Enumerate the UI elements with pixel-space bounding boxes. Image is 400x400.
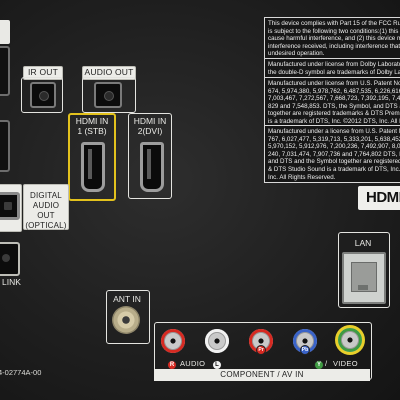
- model-code: 4-02774A-00: [0, 368, 42, 377]
- hdmi-in-2-label-line2: 2(DVI): [137, 126, 163, 136]
- rca-audio-r[interactable]: [161, 329, 185, 353]
- edge-port-middle[interactable]: [0, 120, 10, 172]
- ir-out-jack[interactable]: [30, 82, 56, 108]
- video-label: VIDEO: [333, 359, 358, 368]
- digital-audio-out-label: DIGITAL AUDIO OUT (OPTICAL): [23, 184, 69, 230]
- link-port[interactable]: [0, 242, 20, 276]
- ir-out-frame: [21, 77, 63, 113]
- link-port-hole: [2, 254, 10, 262]
- hdmi-in-1-highlight: [68, 113, 116, 201]
- audio-out-jack-hole: [104, 91, 114, 101]
- audio-out-label: AUDIO OUT: [82, 66, 136, 80]
- rca-badge-pr: Pr: [256, 345, 266, 355]
- dolby-notice: Manufactured under license from Dolby La…: [264, 58, 400, 81]
- hdmi-in-1-label-line1: HDMI IN: [75, 116, 109, 126]
- hdmi-in-1-label-line2: 1 (STB): [77, 126, 107, 136]
- dts-notice-1: Manufactured under license from U.S. Pat…: [264, 77, 400, 129]
- ant-in-jack[interactable]: [112, 306, 140, 334]
- ir-out-label: IR OUT: [23, 66, 63, 80]
- digital-audio-label-line1: DIGITAL: [30, 191, 62, 200]
- hdmi-in-2-label-line1: HDMI IN: [133, 116, 167, 126]
- optical-port[interactable]: [0, 192, 20, 220]
- digital-audio-label-line2: AUDIO OUT: [32, 201, 60, 220]
- lan-port-socket: [351, 262, 377, 292]
- slash-separator: /: [325, 359, 328, 368]
- lan-port[interactable]: [342, 252, 386, 304]
- component-av-label-bar: COMPONENT / AV IN: [154, 369, 370, 381]
- edge-port-label-top: [0, 20, 10, 44]
- edge-port-top[interactable]: [0, 46, 10, 96]
- lan-label: LAN: [354, 238, 372, 248]
- rca-ring-white: [205, 329, 229, 353]
- hdmi-in-2-port[interactable]: [140, 142, 164, 192]
- ant-in-frame: [106, 290, 150, 344]
- link-label: LINK: [2, 277, 21, 287]
- rca-video-y[interactable]: [335, 325, 365, 355]
- audio-label: AUDIO: [180, 359, 206, 368]
- ant-in-label: ANT IN: [113, 294, 141, 304]
- rca-ring-green: [338, 328, 362, 352]
- hdmi-in-1-port[interactable]: [81, 142, 105, 192]
- fcc-notice: This device complies with Part 15 of the…: [264, 17, 400, 63]
- rca-ring-red: [161, 329, 185, 353]
- audio-out-frame: [82, 77, 136, 113]
- hdmi-logo: HDMI: [358, 186, 400, 210]
- hdmi-in-2-frame: [128, 113, 172, 199]
- component-av-label: COMPONENT / AV IN: [220, 370, 304, 379]
- rca-audio-l[interactable]: [205, 329, 229, 353]
- hdmi-in-1-label: HDMI IN 1 (STB): [70, 116, 114, 136]
- lan-frame: [338, 232, 390, 308]
- hdmi-in-2-label: HDMI IN 2(DVI): [128, 116, 172, 136]
- ir-out-jack-hole: [39, 91, 49, 101]
- audio-out-jack[interactable]: [94, 82, 122, 108]
- dts-notice-2: Manufactured under a license from U.S. P…: [264, 125, 400, 183]
- digital-audio-label-line3: (OPTICAL): [25, 221, 67, 230]
- rca-badge-pb: Pb: [300, 345, 310, 355]
